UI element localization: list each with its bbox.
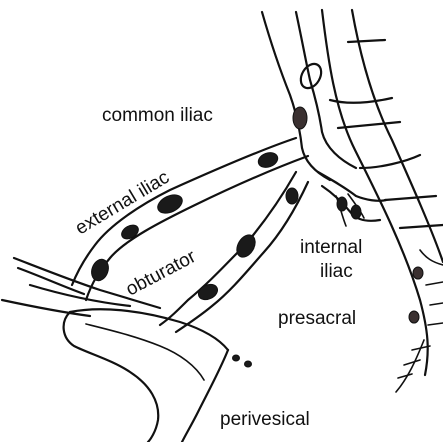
node-presacral-2 bbox=[409, 311, 419, 323]
node-obturator-2 bbox=[233, 232, 259, 261]
label-perivesical: perivesical bbox=[220, 409, 310, 430]
label-presacral: presacral bbox=[278, 308, 356, 329]
node-perivesical-2 bbox=[245, 361, 252, 367]
node-presacral-1 bbox=[413, 267, 423, 279]
label-internal-iliac-line2: iliac bbox=[320, 261, 353, 282]
node-obturator-3 bbox=[196, 281, 220, 302]
node-internal-iliac-2 bbox=[351, 205, 361, 219]
label-common-iliac: common iliac bbox=[102, 105, 213, 126]
node-obturator-1 bbox=[286, 188, 298, 204]
label-external-iliac: external iliac bbox=[72, 167, 173, 239]
node-common-iliac-1 bbox=[293, 107, 307, 129]
node-perivesical-1 bbox=[233, 355, 240, 361]
node-internal-iliac-1 bbox=[337, 197, 347, 211]
bladder bbox=[64, 309, 228, 442]
label-obturator: obturator bbox=[122, 246, 200, 301]
node-external-iliac-1 bbox=[256, 150, 280, 170]
lymph-nodes bbox=[89, 107, 423, 367]
node-external-iliac-3 bbox=[119, 222, 141, 241]
label-internal-iliac-line1: internal bbox=[300, 237, 362, 258]
